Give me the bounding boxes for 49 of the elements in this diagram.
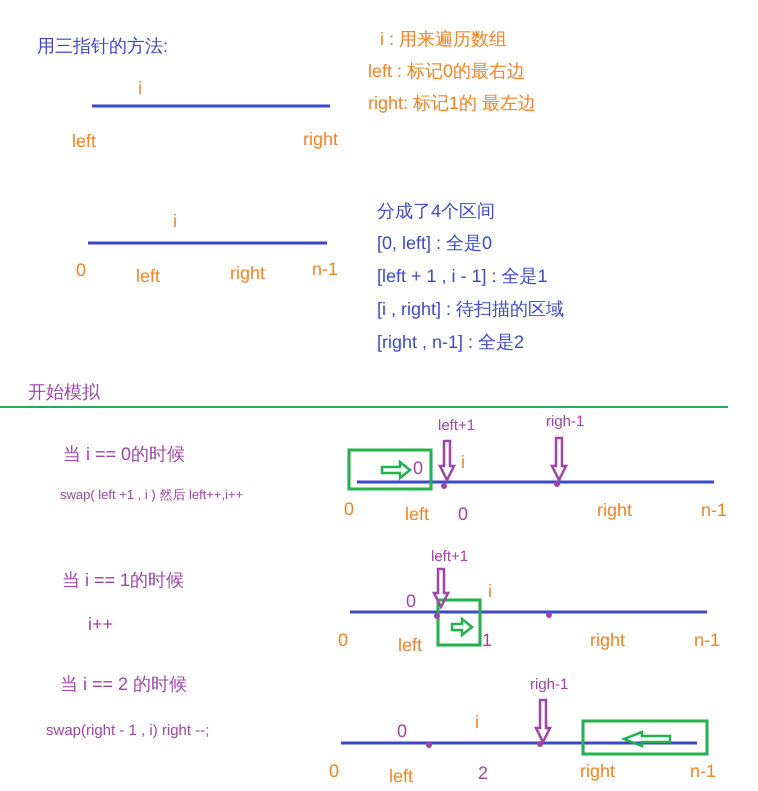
- annotation-text: 当 i == 0的时候: [63, 445, 186, 463]
- annotation-text: 0: [458, 505, 468, 523]
- annotation-text: n-1: [694, 631, 720, 649]
- annotation-text: right: [580, 762, 616, 780]
- annotation-text: n-1: [312, 260, 338, 278]
- annotation-text: left: [136, 267, 160, 285]
- annotation-text: right: 标记1的 最左边: [368, 94, 536, 112]
- annotation-text: 2: [478, 764, 488, 782]
- annotation-text: left+1: [438, 418, 476, 433]
- annotation-text: i++: [88, 615, 114, 633]
- annotation-text: righ-1: [530, 677, 568, 692]
- annotation-text: right: [303, 130, 338, 148]
- annotation-text: left : 标记0的最右边: [368, 62, 526, 80]
- annotation-text: left: [389, 767, 414, 785]
- annotation-text: swap(right - 1 , i) right --;: [46, 723, 210, 738]
- annotation-text: i: [488, 582, 492, 600]
- annotation-text: left+1: [431, 549, 468, 564]
- annotation-text: n-1: [701, 501, 728, 519]
- annotation-text: 用三指针的方法:: [37, 37, 168, 55]
- annotation-text: 0: [406, 592, 416, 610]
- annotation-text: 0: [329, 762, 340, 780]
- annotation-text: [0, left] : 全是0: [377, 234, 492, 252]
- annotation-text: 当 i == 1的时候: [62, 571, 184, 589]
- annotation-text: n-1: [690, 762, 716, 780]
- annotation-text: i: [475, 713, 479, 731]
- annotation-text: 0: [338, 631, 348, 649]
- annotation-text: right: [590, 631, 626, 649]
- annotation-text: 当 i == 2 的时候: [60, 675, 188, 693]
- annotation-text: left: [398, 636, 422, 654]
- annotation-text: i: [461, 453, 465, 471]
- annotation-text: [right , n-1] : 全是2: [377, 333, 524, 351]
- annotation-text: swap( left +1 , i ) 然后 left++,i++: [60, 488, 244, 501]
- annotation-text: left: [405, 505, 430, 523]
- annotation-text: left: [72, 132, 96, 150]
- annotation-text: right: [230, 264, 266, 282]
- annotation-text: 1: [482, 631, 492, 649]
- annotation-text: i : 用来遍历数组: [380, 30, 508, 48]
- annotation-text: right: [597, 501, 632, 519]
- annotation-text: 0: [413, 459, 424, 477]
- annotation-text: i: [138, 79, 142, 97]
- annotation-text: 0: [344, 500, 354, 518]
- annotation-text: 0: [397, 722, 408, 740]
- annotation-text: [i , right] : 待扫描的区域: [377, 300, 564, 318]
- annotation-text: 分成了4个区间: [377, 202, 496, 220]
- annotation-text: [left + 1 , i - 1] : 全是1: [377, 267, 548, 285]
- annotation-text: 开始模拟: [28, 383, 100, 401]
- annotation-text: 0: [76, 261, 86, 279]
- annotation-text: righ-1: [546, 414, 584, 429]
- annotation-text: i: [173, 212, 177, 230]
